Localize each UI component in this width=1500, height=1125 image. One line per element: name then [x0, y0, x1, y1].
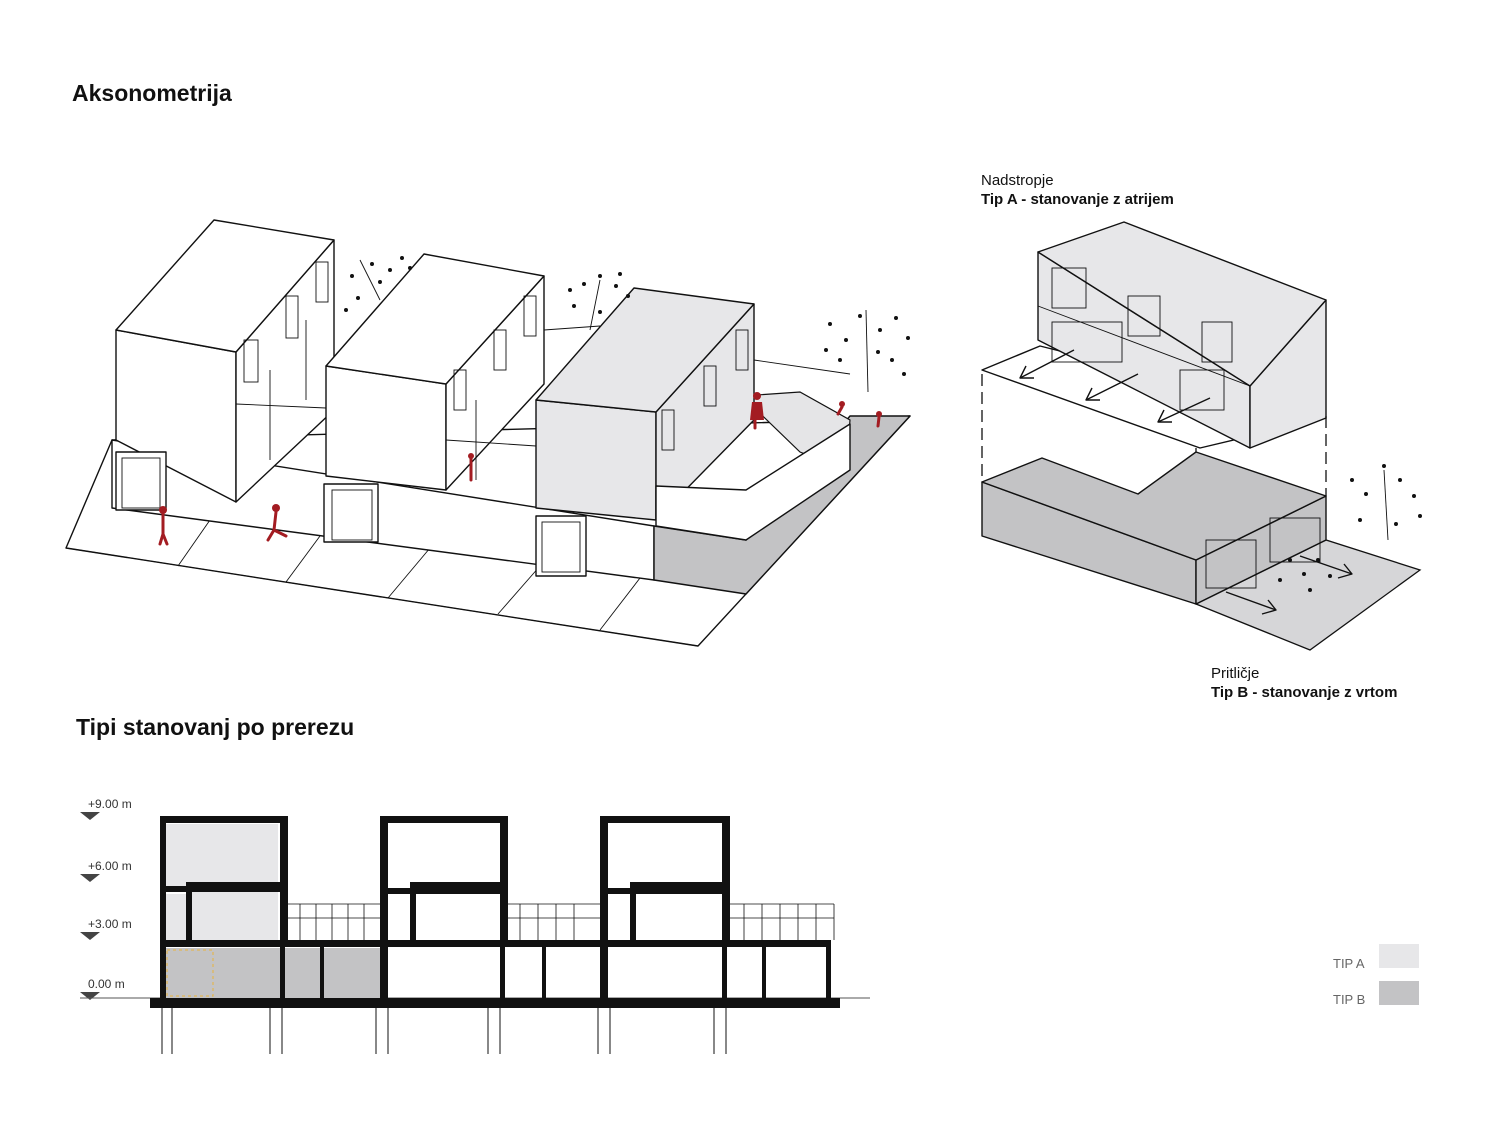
tip-b-ground-block	[981, 451, 1422, 651]
tree-4	[1350, 464, 1422, 541]
tree-1	[344, 256, 412, 312]
building-2-front	[325, 365, 447, 491]
legend-swatch-tip-a	[1379, 944, 1419, 968]
upper-floor-type-label: Tip A - stanovanje z atrijem	[981, 191, 1174, 208]
section-drawing	[80, 812, 870, 1054]
ground-floor-caption: Pritličje	[1211, 665, 1260, 682]
upper-floor-caption: Nadstropje	[981, 172, 1054, 189]
person-figure-4	[750, 392, 764, 430]
legend-label-tip-a: TIP A	[1333, 956, 1365, 971]
level-label-3m: +3.00 m	[88, 917, 132, 931]
building-2-roof	[325, 253, 545, 385]
building-1-roof	[115, 219, 335, 353]
level-label-9m: +9.00 m	[88, 797, 132, 811]
person-figure-3	[468, 453, 474, 482]
legend: TIP A TIP B	[1330, 944, 1450, 1014]
legend-label-tip-b: TIP B	[1333, 992, 1366, 1007]
person-figure-1	[158, 506, 169, 546]
level-label-6m: +6.00 m	[88, 859, 132, 873]
building-3-roof	[535, 287, 755, 413]
building-3-front	[535, 399, 657, 521]
person-figure-5	[836, 401, 845, 416]
section-title: Tipi stanovanj po prerezu	[76, 714, 355, 740]
ground-floor-type-label: Tip B - stanovanje z vrtom	[1211, 684, 1398, 701]
person-figure-6	[876, 411, 882, 428]
tip-a-upper-block	[981, 221, 1327, 449]
tree-5	[1278, 558, 1332, 592]
tree-3	[824, 309, 910, 393]
level-label-0m: 0.00 m	[88, 977, 125, 991]
legend-swatch-tip-b	[1379, 981, 1419, 1005]
axonometry-title: Aksonometrija	[72, 80, 232, 106]
tree-2	[568, 272, 630, 331]
person-figure-2	[266, 504, 288, 542]
